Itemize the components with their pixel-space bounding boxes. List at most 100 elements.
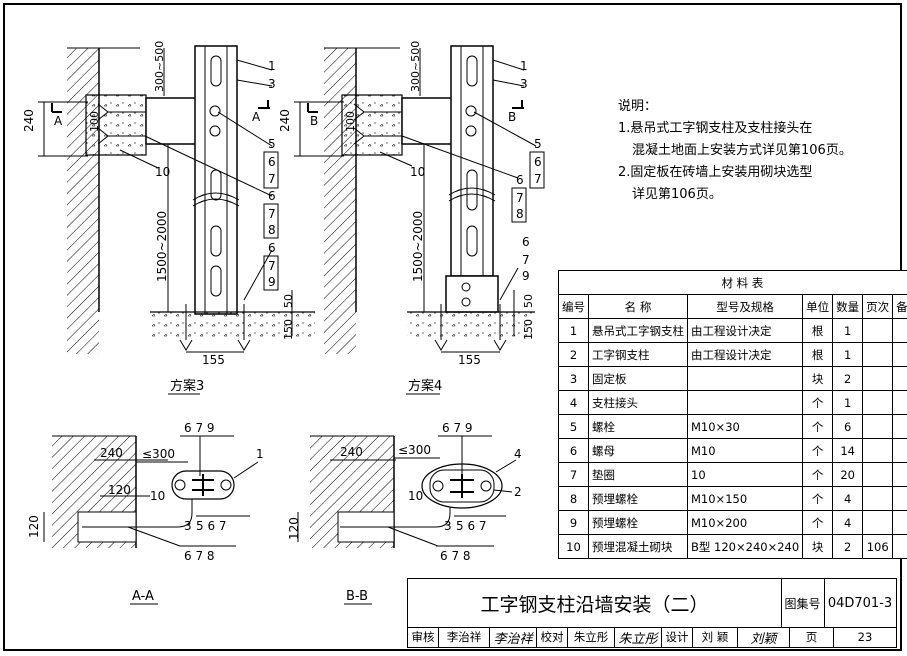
callout-567-aa: 5 6 7: [196, 519, 227, 533]
design-label: 设计: [662, 627, 693, 647]
check-label: 校对: [537, 627, 568, 647]
dim-50-s3: 50: [282, 294, 295, 308]
section-mark-a-right: A: [252, 110, 261, 124]
table-cell: [862, 486, 894, 511]
dim-240-s4: 240: [278, 109, 292, 132]
table-cell: 预埋螺栓: [588, 486, 688, 511]
table-cell: 7: [558, 462, 589, 487]
callout-7c-s3: 7: [268, 259, 276, 273]
table-cell: 1: [832, 318, 864, 343]
table-cell: 6: [832, 414, 864, 439]
dim-155-s3: 155: [202, 353, 225, 367]
callout-5-s4: 5: [534, 137, 542, 151]
callout-7c-s4: 7: [522, 253, 530, 267]
table-cell: 螺栓: [588, 414, 688, 439]
callout-3-s4: 3: [520, 77, 528, 91]
page-label: 页: [790, 627, 834, 647]
table-cell: 10: [558, 534, 589, 559]
callout-678-bb: 6 7 8: [440, 549, 471, 563]
table-cell: 由工程设计决定: [686, 342, 804, 367]
table-cell: 4: [558, 390, 589, 415]
material-table: 材 料 表 编号 名 称 型号及规格 单位 数量 页次 备 注 1悬吊式工字钢支…: [558, 270, 907, 559]
fixing-plate-s4: [341, 94, 403, 156]
callout-6b-s4: 6: [516, 173, 524, 187]
table-cell: 悬吊式工字钢支柱: [588, 318, 688, 343]
dim-1500-2000-s3: 1500~2000: [155, 211, 169, 282]
title-block: 工字钢支柱沿墙安装（二） 图集号 04D701-3 审核 李治祥 李治祥 校对 …: [407, 578, 897, 648]
table-cell: 2: [558, 342, 589, 367]
header-cell: 备 注: [892, 294, 907, 319]
review-label: 审核: [408, 627, 439, 647]
table-cell: 1: [832, 390, 864, 415]
note-1: 1.悬吊式工字钢支柱及支柱接头在: [618, 121, 813, 136]
table-cell: 个: [802, 462, 834, 487]
callout-3-s3: 3: [268, 77, 276, 91]
callout-2-bb: 2: [514, 485, 522, 499]
header-cell: 编号: [558, 294, 589, 319]
section-mark-a-left: A: [54, 114, 63, 128]
callout-7b-s4: 7: [516, 191, 524, 205]
callout-6b-s3: 6: [268, 189, 276, 203]
table-cell: 由工程设计决定: [686, 318, 804, 343]
table-cell: [862, 462, 894, 487]
dim-300-500-s4: 300~500: [409, 41, 422, 92]
table-cell: 螺母: [588, 438, 688, 463]
dim-300-bb: ≤300: [398, 443, 431, 457]
dim-120-aa-h: 120: [108, 483, 131, 497]
callout-678-aa: 6 7 8: [184, 549, 215, 563]
table-cell: [892, 366, 907, 391]
designer: 刘 颖: [693, 627, 738, 647]
dim-155-s4: 155: [458, 353, 481, 367]
callout-3-bb: 3: [444, 519, 452, 533]
callout-10-bb: 10: [408, 489, 423, 503]
table-title: 材 料 表: [558, 270, 907, 295]
section-bb-caption: B-B: [346, 589, 368, 604]
dim-120-aa-v: 120: [27, 515, 41, 538]
dim-150-s3: 150: [282, 319, 295, 340]
table-cell: 工字钢支柱: [588, 342, 688, 367]
table-cell: 块: [802, 366, 834, 391]
table-cell: [892, 390, 907, 415]
header-cell: 型号及规格: [686, 294, 804, 319]
table-cell: [892, 462, 907, 487]
header-cell: 名 称: [588, 294, 688, 319]
header-cell: 页次: [862, 294, 894, 319]
callout-10-s4: 10: [410, 165, 425, 179]
table-cell: [686, 390, 804, 415]
table-cell: 2: [832, 534, 864, 559]
table-cell: 根: [802, 318, 834, 343]
atlas-code: 04D701-3: [824, 579, 896, 628]
section-b-b: 240 ≤300 120 6 7 9 4 2 10 3 5 6 7 6 7 8 …: [287, 421, 522, 605]
scheme-3-caption: 方案3: [170, 378, 204, 394]
header-cell: 单位: [802, 294, 834, 319]
callout-3-aa: 3: [184, 519, 192, 533]
table-cell: B型 120×240×240: [686, 534, 804, 559]
callout-7b-s3: 7: [268, 207, 276, 221]
reviewer-signature: 李治祥: [490, 627, 537, 647]
section-mark-b-right: B: [508, 110, 516, 124]
reviewer: 李治祥: [439, 627, 490, 647]
atlas-label: 图集号: [781, 579, 825, 628]
dim-50-s4: 50: [522, 294, 535, 308]
callout-4-bb: 4: [514, 447, 522, 461]
dim-120-bb-v: 120: [287, 517, 301, 540]
table-cell: 个: [802, 438, 834, 463]
table-cell: 5: [558, 414, 589, 439]
callout-6c-s3: 6: [268, 241, 276, 255]
callout-567-bb: 5 6 7: [456, 519, 487, 533]
table-cell: 10: [686, 462, 804, 487]
callout-7-s3: 7: [268, 172, 276, 186]
table-cell: 预埋螺栓: [588, 510, 688, 535]
callout-6-s3: 6: [268, 155, 276, 169]
section-mark-b-left: B: [310, 114, 318, 128]
callout-1-s4: 1: [520, 59, 528, 73]
dim-150-s4: 150: [522, 319, 535, 340]
